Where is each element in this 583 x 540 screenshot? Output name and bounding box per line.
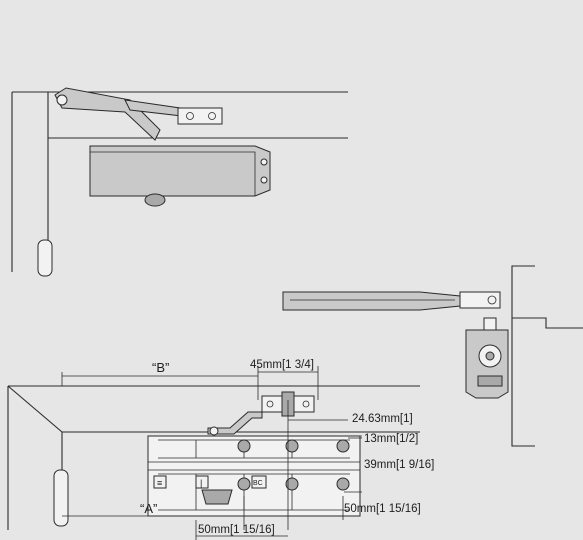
- label-dim-50-bottom: 50mm[1 15/16]: [198, 524, 275, 536]
- frame-bracket: [177, 107, 223, 125]
- bracket-screw-1: [186, 112, 194, 120]
- installation-template: ≡ | BC “B” 45mm[1 3/4] 24.63mm[1] 13mm[1…: [7, 359, 434, 540]
- template-bracket-screw-1: [266, 400, 274, 408]
- template-hole-3: [336, 439, 350, 453]
- door-handle: [37, 239, 53, 277]
- side-closer-foot: [477, 375, 503, 387]
- template-frame-diagonal: [7, 385, 63, 433]
- template-hole-4: [237, 477, 251, 491]
- closer-body-edge: [90, 151, 256, 196]
- side-pinion: [483, 317, 497, 331]
- template-hole-1: [237, 439, 251, 453]
- side-bracket-screw: [487, 295, 497, 305]
- template-hole-2: [285, 439, 299, 453]
- template-hole-6: [336, 477, 350, 491]
- label-dim-50-right: 50mm[1 15/16]: [344, 503, 421, 515]
- side-arm-bracket: [459, 291, 501, 309]
- closer-valve-2: [260, 176, 268, 184]
- template-mark-mid: |: [200, 478, 202, 488]
- side-view: [282, 265, 583, 447]
- template-hole-5: [285, 477, 299, 491]
- template-bracket-screw-2: [302, 400, 310, 408]
- side-wall-step: [535, 317, 583, 329]
- template-mark-left: ≡: [157, 478, 162, 488]
- template-mark-bc: BC: [253, 480, 263, 487]
- label-dim-13: 13mm[1/2]: [364, 433, 418, 445]
- side-closer-hub-center: [485, 351, 495, 361]
- bracket-screw-2: [208, 112, 216, 120]
- side-arm: [282, 291, 461, 311]
- label-dim-39: 39mm[1 9/16]: [364, 459, 434, 471]
- main-arm: [54, 87, 161, 141]
- label-dim-b: “B”: [152, 360, 169, 375]
- label-dim-a: “A”: [140, 501, 157, 516]
- closer-valve-1: [260, 158, 268, 166]
- side-wall: [511, 265, 535, 447]
- closer-pinion: [144, 193, 166, 207]
- template-pinion: [201, 489, 233, 505]
- closer-body: [89, 145, 271, 197]
- label-dim-24-63: 24.63mm[1]: [352, 413, 413, 425]
- top-mounting-view: [11, 87, 348, 277]
- label-dim-45: 45mm[1 3/4]: [250, 359, 314, 371]
- template-arm-pivot: [209, 426, 219, 436]
- template-door-handle: [53, 469, 69, 527]
- template-mark-left-box: [153, 475, 167, 489]
- template-mark-mid-box: [195, 475, 209, 489]
- template-mark-bc-box: [251, 475, 267, 489]
- arm-pivot: [56, 94, 68, 106]
